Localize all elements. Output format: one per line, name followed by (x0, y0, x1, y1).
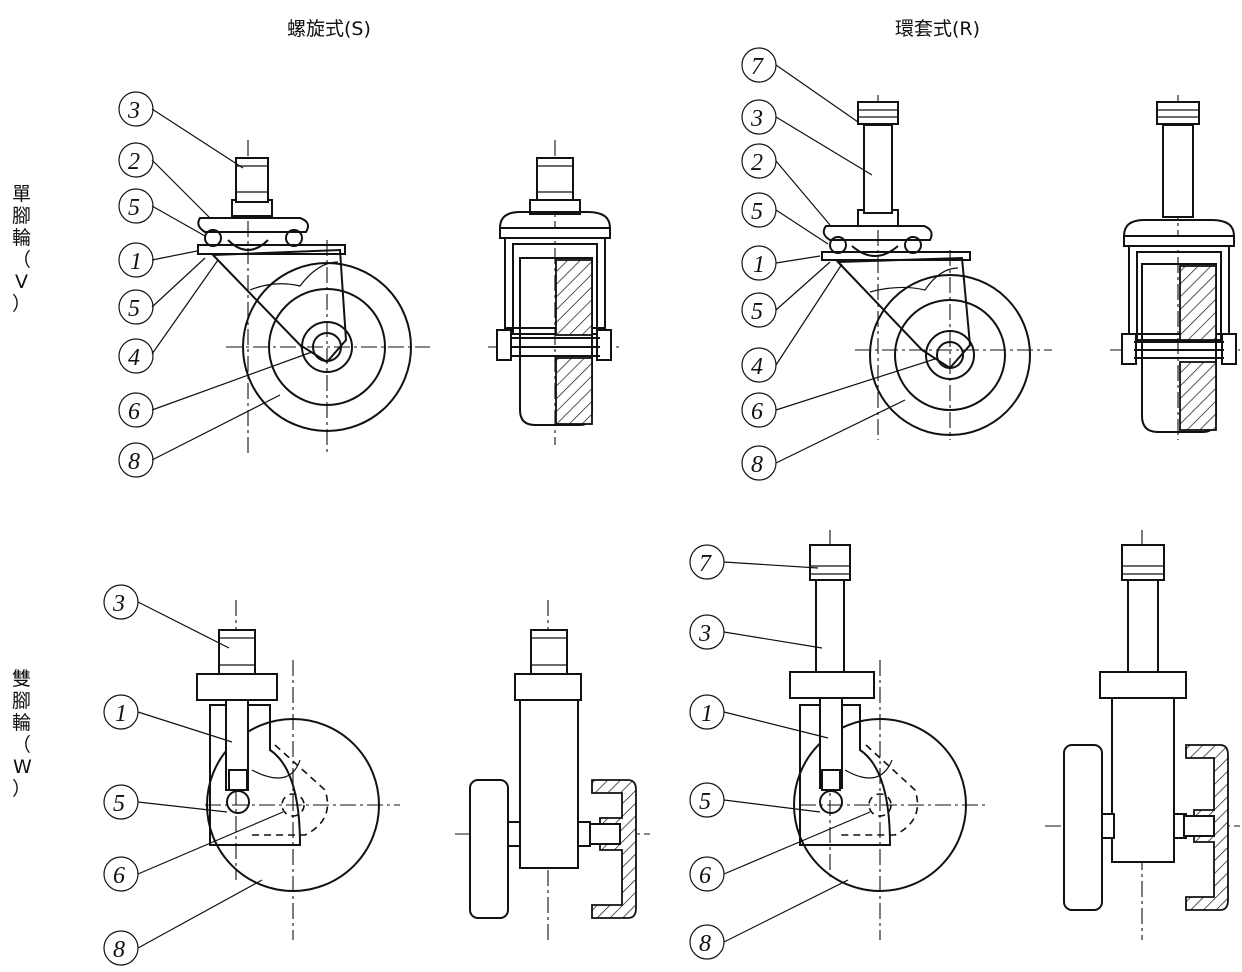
svg-text:V: V (15, 271, 28, 293)
rv-side-view (821, 95, 1052, 440)
svg-text:5: 5 (128, 296, 140, 322)
svg-text:2: 2 (128, 149, 140, 175)
svg-text:（: （ (12, 734, 31, 756)
header-screw-type: 螺旋式(S) (287, 18, 371, 40)
sw-side-view (196, 600, 400, 940)
sw-front-view (455, 600, 650, 940)
callout-circle: 8 (118, 442, 154, 478)
callout-circle: 1 (103, 694, 139, 730)
svg-text:）: ） (12, 778, 31, 800)
callout-circle: 5 (741, 292, 777, 328)
svg-text:6: 6 (699, 863, 711, 889)
svg-text:1: 1 (701, 701, 713, 727)
callout-circle: 1 (689, 694, 725, 730)
svg-text:4: 4 (751, 354, 763, 380)
rw-side-view (789, 530, 985, 940)
callout-circle: 1 (118, 242, 154, 278)
svg-text:5: 5 (113, 791, 125, 817)
callout-circle: 7 (689, 544, 725, 580)
svg-text:W: W (13, 756, 32, 778)
callout-circle: 8 (103, 930, 139, 966)
rv-callouts: 7 3 2 5 1 5 4 6 8 (741, 47, 939, 481)
callout-circle: 6 (118, 392, 154, 428)
callout-circle: 3 (689, 614, 725, 650)
callout-circle: 6 (741, 392, 777, 428)
rw-callouts: 7 3 1 5 6 8 (689, 544, 871, 960)
row-label-double-wheel: 雙 腳 輪 （ W ） (12, 668, 32, 800)
row-label-single-wheel: 單 腳 輪 （ V ） (12, 183, 31, 315)
svg-text:7: 7 (751, 54, 764, 80)
callout-circle: 5 (118, 289, 154, 325)
svg-text:8: 8 (751, 452, 763, 478)
svg-text:6: 6 (113, 863, 125, 889)
header-ring-type: 環套式(R) (895, 18, 980, 40)
callout-circle: 1 (741, 245, 777, 281)
sv-front-view (488, 140, 620, 445)
callout-circle: 7 (741, 47, 777, 83)
svg-text:（: （ (12, 249, 31, 271)
svg-text:腳: 腳 (12, 690, 31, 712)
svg-text:6: 6 (128, 399, 140, 425)
callout-circle: 8 (689, 924, 725, 960)
callout-circle: 5 (741, 192, 777, 228)
svg-text:2: 2 (751, 150, 763, 176)
svg-text:8: 8 (699, 931, 711, 957)
rw-front-view (1045, 530, 1240, 940)
sv-side-view (197, 140, 430, 455)
sw-callouts: 3 1 5 6 8 (103, 584, 284, 966)
svg-text:5: 5 (699, 789, 711, 815)
svg-text:單: 單 (12, 183, 31, 205)
callout-circle: 2 (118, 142, 154, 178)
svg-text:3: 3 (750, 106, 763, 132)
svg-text:輪: 輪 (12, 227, 31, 249)
svg-text:3: 3 (698, 621, 711, 647)
callout-circle: 3 (118, 91, 154, 127)
callout-circle: 5 (103, 784, 139, 820)
svg-text:腳: 腳 (12, 205, 31, 227)
svg-text:6: 6 (751, 399, 763, 425)
callout-circle: 5 (118, 188, 154, 224)
sv-callouts: 3 2 5 1 5 4 6 8 (118, 91, 313, 478)
svg-text:3: 3 (112, 591, 125, 617)
svg-text:7: 7 (699, 551, 712, 577)
svg-text:雙: 雙 (12, 668, 31, 690)
callout-circle: 6 (103, 856, 139, 892)
svg-text:5: 5 (128, 195, 140, 221)
svg-text:輪: 輪 (12, 712, 31, 734)
svg-text:4: 4 (128, 345, 140, 371)
callout-circle: 8 (741, 445, 777, 481)
svg-text:8: 8 (113, 937, 125, 963)
svg-text:5: 5 (751, 299, 763, 325)
callout-circle: 2 (741, 143, 777, 179)
rv-front-view (1110, 95, 1240, 440)
svg-text:3: 3 (127, 98, 140, 124)
svg-text:）: ） (12, 293, 31, 315)
svg-text:1: 1 (130, 249, 142, 275)
callout-circle: 4 (741, 347, 777, 383)
callout-circle: 3 (103, 584, 139, 620)
svg-text:1: 1 (115, 701, 127, 727)
callout-circle: 4 (118, 338, 154, 374)
svg-text:1: 1 (753, 252, 765, 278)
svg-text:5: 5 (751, 199, 763, 225)
callout-circle: 5 (689, 782, 725, 818)
callout-circle: 3 (741, 99, 777, 135)
callout-circle: 6 (689, 856, 725, 892)
svg-text:8: 8 (128, 449, 140, 475)
